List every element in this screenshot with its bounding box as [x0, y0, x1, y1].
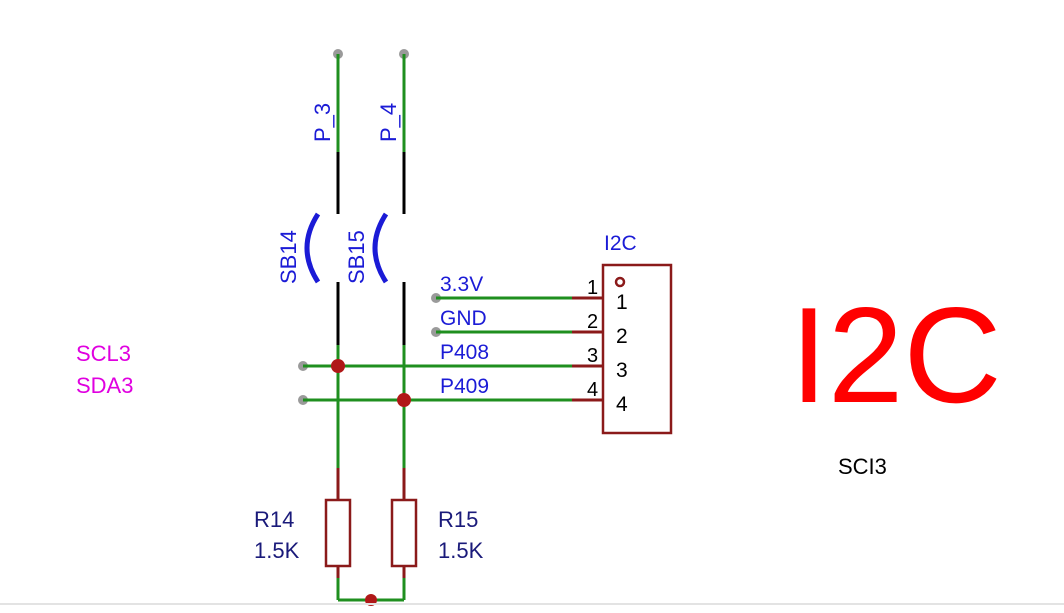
- pin-number-outer-3: 3: [587, 345, 598, 367]
- port-label-p4: P_4: [376, 103, 401, 142]
- big-title: I2C: [790, 279, 1002, 431]
- junction-scl3: [331, 359, 345, 373]
- signal-label-sda3: SDA3: [76, 373, 133, 398]
- pin-number-outer-4: 4: [587, 379, 598, 401]
- junction-sda3: [397, 393, 411, 407]
- resistor-ref-r14: R14: [254, 507, 294, 532]
- net-label-p408: P408: [440, 341, 489, 364]
- resistor-ref-r15: R15: [438, 507, 478, 532]
- pin-number-inner-2: 2: [616, 325, 628, 348]
- signal-label-scl3: SCL3: [76, 341, 131, 366]
- port-label-p3: P_3: [310, 103, 335, 142]
- caption-sci3: SCI3: [838, 454, 887, 479]
- pin-number-outer-2: 2: [587, 311, 598, 333]
- pin-number-inner-4: 4: [616, 393, 628, 416]
- solder-bridge-ref-sb14: SB14: [276, 230, 301, 284]
- solder-bridge-sb14-symbol: [304, 212, 321, 284]
- connector-body: [601, 263, 673, 435]
- pin1-marker: [614, 276, 626, 288]
- solder-bridge-ref-sb15: SB15: [344, 230, 369, 284]
- connector-i2c: [572, 263, 673, 435]
- net-label-gnd: GND: [440, 307, 487, 330]
- resistor-r14-symbol: [324, 498, 352, 568]
- pin-number-inner-3: 3: [616, 359, 628, 382]
- net-label-p409: P409: [440, 375, 489, 398]
- column-left: [304, 49, 352, 600]
- connector-nets: [298, 293, 572, 407]
- pin-number-outer-1: 1: [587, 277, 598, 299]
- resistor-value-r14: 1.5K: [254, 538, 300, 563]
- net-label-3v3: 3.3V: [440, 273, 483, 296]
- connector-ref: I2C: [604, 232, 637, 255]
- solder-bridge-sb15-symbol: [372, 212, 389, 284]
- resistor-r15-symbol: [390, 498, 418, 568]
- pin-number-inner-1: 1: [616, 291, 628, 314]
- resistor-value-r15: 1.5K: [438, 538, 484, 563]
